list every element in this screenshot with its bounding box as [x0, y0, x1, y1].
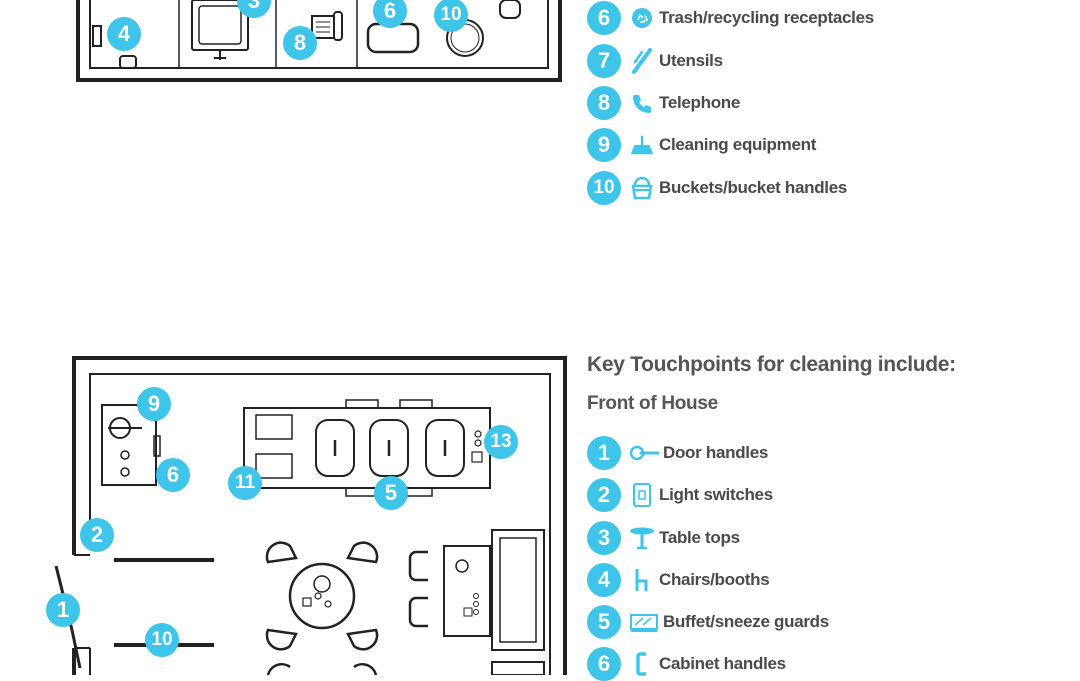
legend-label: Cleaning equipment: [659, 135, 817, 154]
legend-item: 6 Cabinet handles: [587, 647, 786, 681]
legend-label: Chairs/booths: [659, 570, 770, 589]
legend-number: 3: [587, 521, 621, 555]
plan-badge: 6: [373, 0, 407, 28]
legend-number: 5: [587, 605, 621, 639]
plan-badge: 10: [434, 0, 468, 32]
legend-number: 6: [587, 1, 621, 35]
legend-number: 6: [587, 647, 621, 681]
plan-badge: 9: [137, 387, 171, 421]
legend-item: 1 Door handles: [587, 436, 768, 470]
legend-label: Door handles: [663, 443, 769, 462]
legend-item: 10 Buckets/bucket handles: [587, 171, 847, 205]
round-table: [288, 562, 356, 630]
legend-item: 6 Trash/recycling receptacles: [587, 1, 874, 35]
plan-badge: 11: [228, 466, 262, 500]
legend-label: Utensils: [659, 51, 723, 70]
legend-number: 8: [587, 86, 621, 120]
door-handle-icon: [629, 440, 659, 466]
legend-item: 4 Chairs/booths: [587, 563, 770, 597]
plan-badge: 5: [374, 476, 408, 510]
section-heading: Key Touchpoints for cleaning include:: [587, 353, 956, 376]
legend-number: 10: [587, 171, 621, 205]
bottom-floor-plan: [54, 356, 567, 675]
legend-item: 9 Cleaning equipment: [587, 128, 816, 162]
phone-icon: [629, 90, 655, 116]
legend-item: 8 Telephone: [587, 86, 740, 120]
legend-label: Light switches: [659, 485, 773, 504]
plan-badge: 6: [156, 458, 190, 492]
plan-badge: 8: [283, 26, 317, 60]
legend-label: Buckets/bucket handles: [659, 178, 848, 197]
plan-badge: 3: [237, 0, 271, 18]
cabinet-handle-icon: [629, 651, 655, 677]
plan-badge: 13: [484, 425, 518, 459]
legend-number: 4: [587, 563, 621, 597]
sneeze-guard-icon: [629, 609, 659, 635]
legend-label: Cabinet handles: [659, 654, 786, 673]
table-icon: [629, 525, 655, 551]
plan-badge: 2: [80, 518, 114, 552]
legend-item: 5 Buffet/sneeze guards: [587, 605, 829, 639]
legend-label: Telephone: [659, 93, 741, 112]
legend-label: Table tops: [659, 528, 740, 547]
legend-number: 9: [587, 128, 621, 162]
legend-number: 1: [587, 436, 621, 470]
bucket-icon: [629, 175, 655, 201]
booth-table: [443, 545, 491, 637]
light-switch-icon: [629, 482, 655, 508]
utensils-icon: [629, 48, 655, 74]
top-floor-plan: [76, 0, 562, 82]
plan-badge: 4: [107, 17, 141, 51]
legend-item: 7 Utensils: [587, 44, 723, 78]
legend-item: 3 Table tops: [587, 521, 740, 555]
plan-badge: 1: [46, 593, 80, 627]
cleaning-station: [101, 404, 157, 486]
legend-number: 7: [587, 44, 621, 78]
chair-icon: [629, 567, 655, 593]
legend-label: Trash/recycling receptacles: [659, 8, 874, 27]
section-subheading: Front of House: [587, 393, 718, 414]
recycle-icon: [629, 5, 655, 31]
trash-bin-shape: [366, 22, 420, 54]
legend-number: 2: [587, 478, 621, 512]
legend-item: 2 Light switches: [587, 478, 773, 512]
broom-icon: [629, 132, 655, 158]
plan-badge: 10: [145, 623, 179, 657]
legend-label: Buffet/sneeze guards: [663, 612, 829, 631]
